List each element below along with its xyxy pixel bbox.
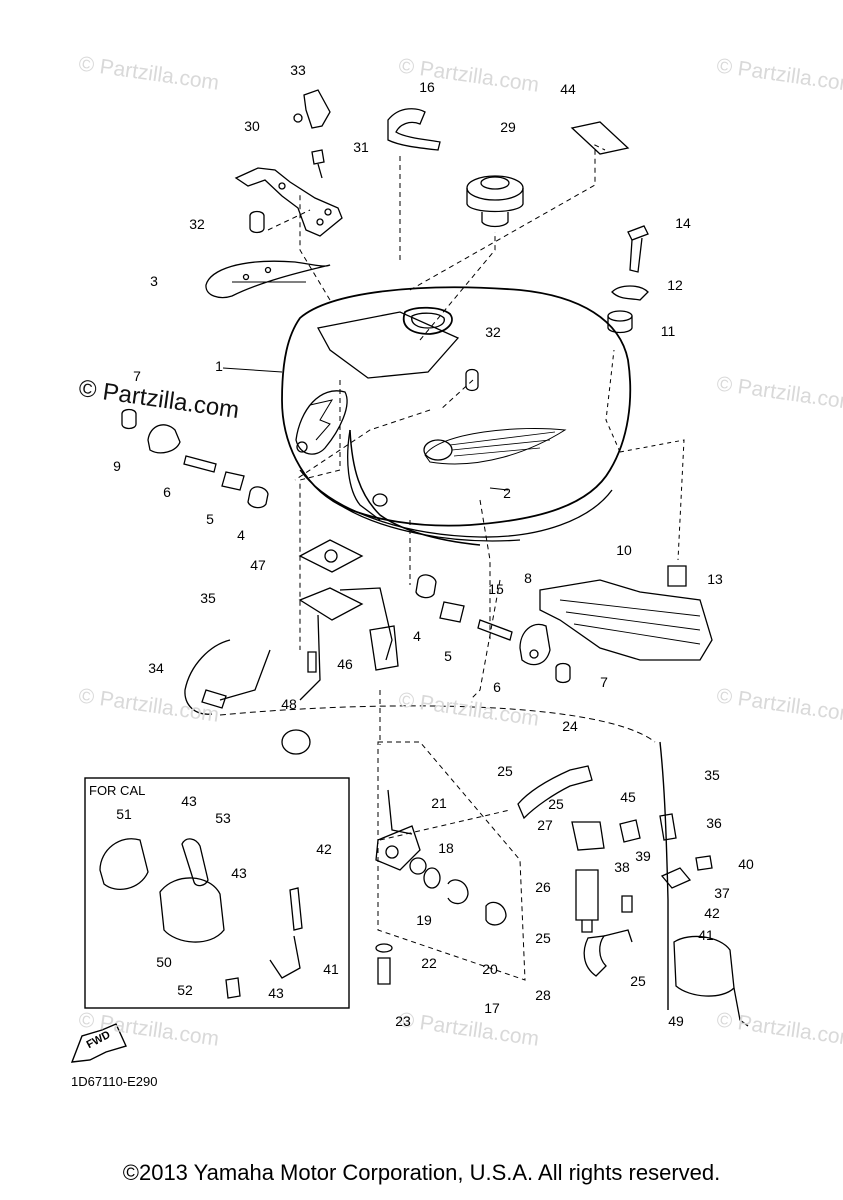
callout-39: 39: [635, 848, 651, 864]
callout-46: 46: [337, 656, 353, 672]
callout-24: 24: [562, 718, 578, 734]
callout-35: 35: [704, 767, 720, 783]
callout-16: 16: [419, 79, 435, 95]
diagram-code: 1D67110-E290: [71, 1074, 158, 1089]
callout-38: 38: [614, 859, 630, 875]
callout-2: 2: [503, 485, 511, 501]
callout-43: 43: [181, 793, 197, 809]
callout-47: 47: [250, 557, 266, 573]
callout-1: 1: [215, 358, 223, 374]
callout-17: 17: [484, 1000, 500, 1016]
copyright-notice: ©2013 Yamaha Motor Corporation, U.S.A. A…: [122, 1160, 721, 1185]
callout-42: 42: [704, 905, 720, 921]
callout-13: 13: [707, 571, 723, 587]
callout-41: 41: [323, 961, 339, 977]
callout-22: 22: [421, 955, 437, 971]
callout-32: 32: [189, 216, 205, 232]
callout-4: 4: [413, 628, 421, 644]
callout-11: 11: [660, 323, 676, 339]
callout-36: 36: [706, 815, 722, 831]
callout-20: 20: [482, 961, 498, 977]
callout-32: 32: [485, 324, 501, 340]
fuel-tank: [281, 286, 632, 542]
callout-9: 9: [113, 458, 121, 474]
callout-7: 7: [133, 368, 141, 384]
callout-31: 31: [353, 139, 369, 155]
callout-30: 30: [244, 118, 260, 134]
callout-35: 35: [200, 590, 216, 606]
callout-25: 25: [497, 763, 513, 779]
callout-28: 28: [535, 987, 551, 1003]
callout-33: 33: [290, 62, 306, 78]
callout-40: 40: [738, 856, 754, 872]
callout-25: 25: [548, 796, 564, 812]
callout-6: 6: [163, 484, 171, 500]
callout-48: 48: [281, 696, 297, 712]
parts: [70, 89, 749, 1063]
callout-3: 3: [150, 273, 158, 289]
callout-7: 7: [600, 674, 608, 690]
callout-6: 6: [493, 679, 501, 695]
callout-25: 25: [630, 973, 646, 989]
callout-25: 25: [535, 930, 551, 946]
callout-26: 26: [535, 879, 551, 895]
cal-inset-box: [84, 777, 350, 1009]
callout-51: 51: [116, 806, 132, 822]
callout-50: 50: [156, 954, 172, 970]
callout-15: 15: [488, 581, 504, 597]
callout-41: 41: [698, 927, 714, 943]
callout-44: 44: [560, 81, 576, 97]
callout-43: 43: [231, 865, 247, 881]
callout-5: 5: [206, 511, 214, 527]
callout-43: 43: [268, 985, 284, 1001]
callout-21: 21: [431, 795, 447, 811]
callout-18: 18: [438, 840, 454, 856]
callout-49: 49: [668, 1013, 684, 1029]
callout-8: 8: [524, 570, 532, 586]
callout-10: 10: [616, 542, 632, 558]
callout-37: 37: [714, 885, 730, 901]
callout-4: 4: [237, 527, 245, 543]
callout-29: 29: [500, 119, 516, 135]
callout-42: 42: [316, 841, 332, 857]
callout-27: 27: [537, 817, 553, 833]
callout-5: 5: [444, 648, 452, 664]
callout-19: 19: [416, 912, 432, 928]
callout-45: 45: [620, 789, 636, 805]
callout-12: 12: [667, 277, 683, 293]
callout-52: 52: [177, 982, 193, 998]
callout-14: 14: [675, 215, 691, 231]
callout-53: 53: [215, 810, 231, 826]
inset-title: FOR CAL: [89, 783, 146, 798]
callout-34: 34: [148, 660, 164, 676]
callout-23: 23: [395, 1013, 411, 1029]
